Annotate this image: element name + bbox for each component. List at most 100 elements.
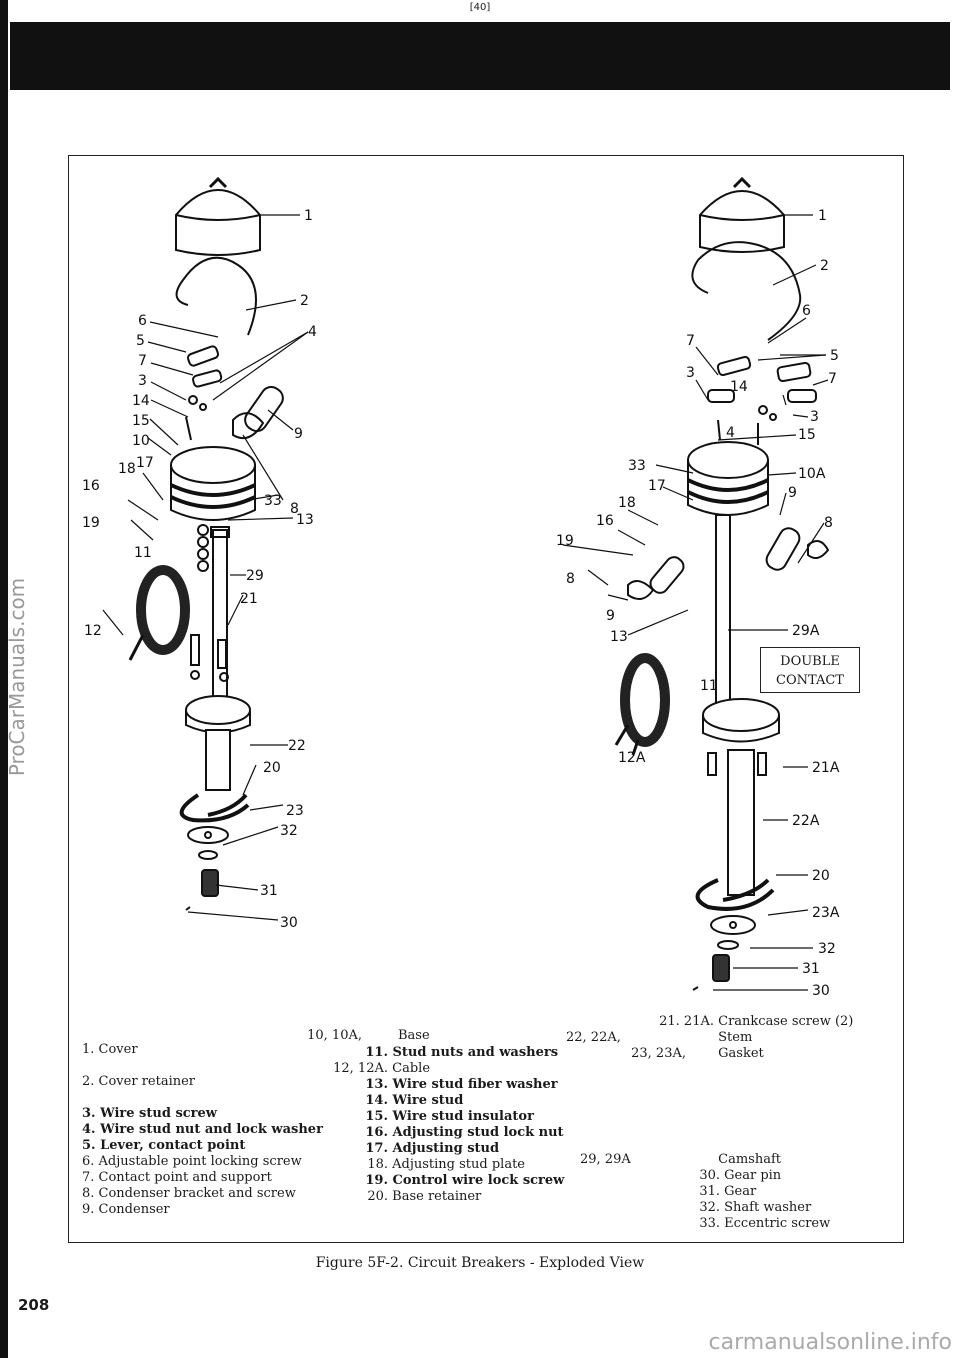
right-callout: 12A [618,750,646,766]
left-callout: 2 [300,293,309,309]
right-callout: 10A [798,466,826,482]
legend-column-2-list: 11. Stud nuts and washers 12, 12A. Cable… [310,1045,564,1205]
left-base-retainer-icon [179,793,250,823]
left-callout: 22 [288,738,306,754]
right-cover-icon [699,176,785,253]
left-retainer-icon [175,256,257,336]
legend-text: Stem [718,1030,753,1045]
legend-column-3-tail: 30. Gear pin 31. Gear 32. Shaft washer 3… [690,1168,830,1232]
left-callout: 21 [240,591,258,607]
right-callout: 33 [628,458,646,474]
page-number: 208 [18,1296,50,1314]
left-callout: 20 [263,760,281,776]
legend-number: 17. [365,1141,388,1156]
right-contact-parts-icon [707,355,817,445]
left-edge-bar [0,0,8,1358]
right-callout: 19 [556,533,574,549]
left-callout: 14 [132,393,150,409]
right-callout: 8 [566,571,575,587]
right-callout: 29A [792,623,820,639]
legend-number: 18. [367,1157,388,1172]
legend-number: 20. [367,1189,388,1204]
left-callout: 15 [132,413,150,429]
legend-item: 1. Cover [82,1042,138,1057]
left-callout: 18 [118,461,136,477]
legend-item: 2. Cover retainer [82,1074,196,1089]
right-callout: 20 [812,868,830,884]
left-stem-icon [185,695,251,791]
right-callout: 7 [686,333,695,349]
left-callout: 31 [260,883,278,899]
left-callout: 3 [138,373,147,389]
legend-number: 15. [365,1109,388,1124]
right-base-plate-icon [687,441,769,516]
right-callout: 18 [618,495,636,511]
double-contact-line2: CONTACT [776,673,844,688]
right-callout: 21A [812,760,840,776]
right-callout: 1 [818,208,827,224]
legend-number: 33. [699,1216,720,1231]
legend-item: 6. Adjustable point locking screw [82,1154,302,1169]
left-callout: 33 [264,493,282,509]
right-condenser-icon [627,527,830,600]
legend-number: 13. [365,1077,388,1092]
left-callout: 10 [132,433,150,449]
left-shaft-icon [210,526,230,721]
right-callout: 9 [788,485,797,501]
legend-number: 22, 22A, [566,1030,621,1045]
right-callout: 31 [802,961,820,977]
legend-item: 4. Wire stud nut and lock washer [82,1122,323,1137]
legend-number: 32. [699,1200,720,1215]
legend-column-3: 21. 21A. Crankcase screw (2) 22, 22A, St… [566,1014,853,1062]
legend-text: Base [398,1028,430,1043]
side-watermark: ProCarManuals.com [5,577,29,777]
left-callout: 16 [82,478,100,494]
figure-frame [68,155,904,1243]
right-stem-icon [702,698,780,896]
right-callout: 23A [812,905,840,921]
legend-text: Crankcase screw (2) [718,1014,854,1029]
legend-number: 29, 29A [580,1152,631,1167]
legend-text: Gear [724,1184,757,1199]
legend-text: Stud nuts and washers [392,1045,559,1060]
legend-item: 3. Wire stud screw [82,1106,217,1121]
right-callout: 4 [726,425,735,441]
header-band [10,22,950,90]
left-condenser-icon [232,385,284,439]
left-callout: 11 [134,545,152,561]
legend-text: Wire stud fiber washer [392,1077,558,1092]
legend-number: 12, 12A. [333,1061,388,1076]
left-callout: 32 [280,823,298,839]
legend-number: 11. [365,1045,388,1060]
left-gasket-icon [187,826,229,860]
right-callout: 2 [820,258,829,274]
right-base-retainer-icon [695,878,775,911]
left-callout: 23 [286,803,304,819]
right-callout: 7 [828,371,837,387]
left-callout: 7 [138,353,147,369]
legend-text: Base retainer [392,1189,482,1204]
footer-watermark: carmanualsonline.info [708,1330,952,1355]
left-callout: 19 [82,515,100,531]
left-callout: 1 [304,208,313,224]
legend-text: Gear pin [724,1168,782,1183]
legend-number: 21. 21A. [659,1014,714,1029]
double-contact-line1: DOUBLE [780,654,840,669]
legend-number: 30. [699,1168,720,1183]
right-gasket-icon [710,915,756,950]
left-stud-washers-icon [197,524,209,572]
legend-text: Control wire lock screw [392,1173,565,1188]
right-callout: 6 [802,303,811,319]
right-retainer-icon [691,241,802,341]
legend-text: Adjusting stud [392,1141,500,1156]
right-gear-icon [692,954,730,991]
right-cable-icon [614,653,670,756]
right-callout: 11 [700,678,718,694]
right-callout: 3 [810,409,819,425]
legend-item: 7. Contact point and support [82,1170,272,1185]
right-callout: 17 [648,478,666,494]
right-callout: 30 [812,983,830,999]
right-callout: 9 [606,608,615,624]
legend-text: Adjusting stud lock nut [392,1125,564,1140]
left-gear-icon [185,869,219,911]
